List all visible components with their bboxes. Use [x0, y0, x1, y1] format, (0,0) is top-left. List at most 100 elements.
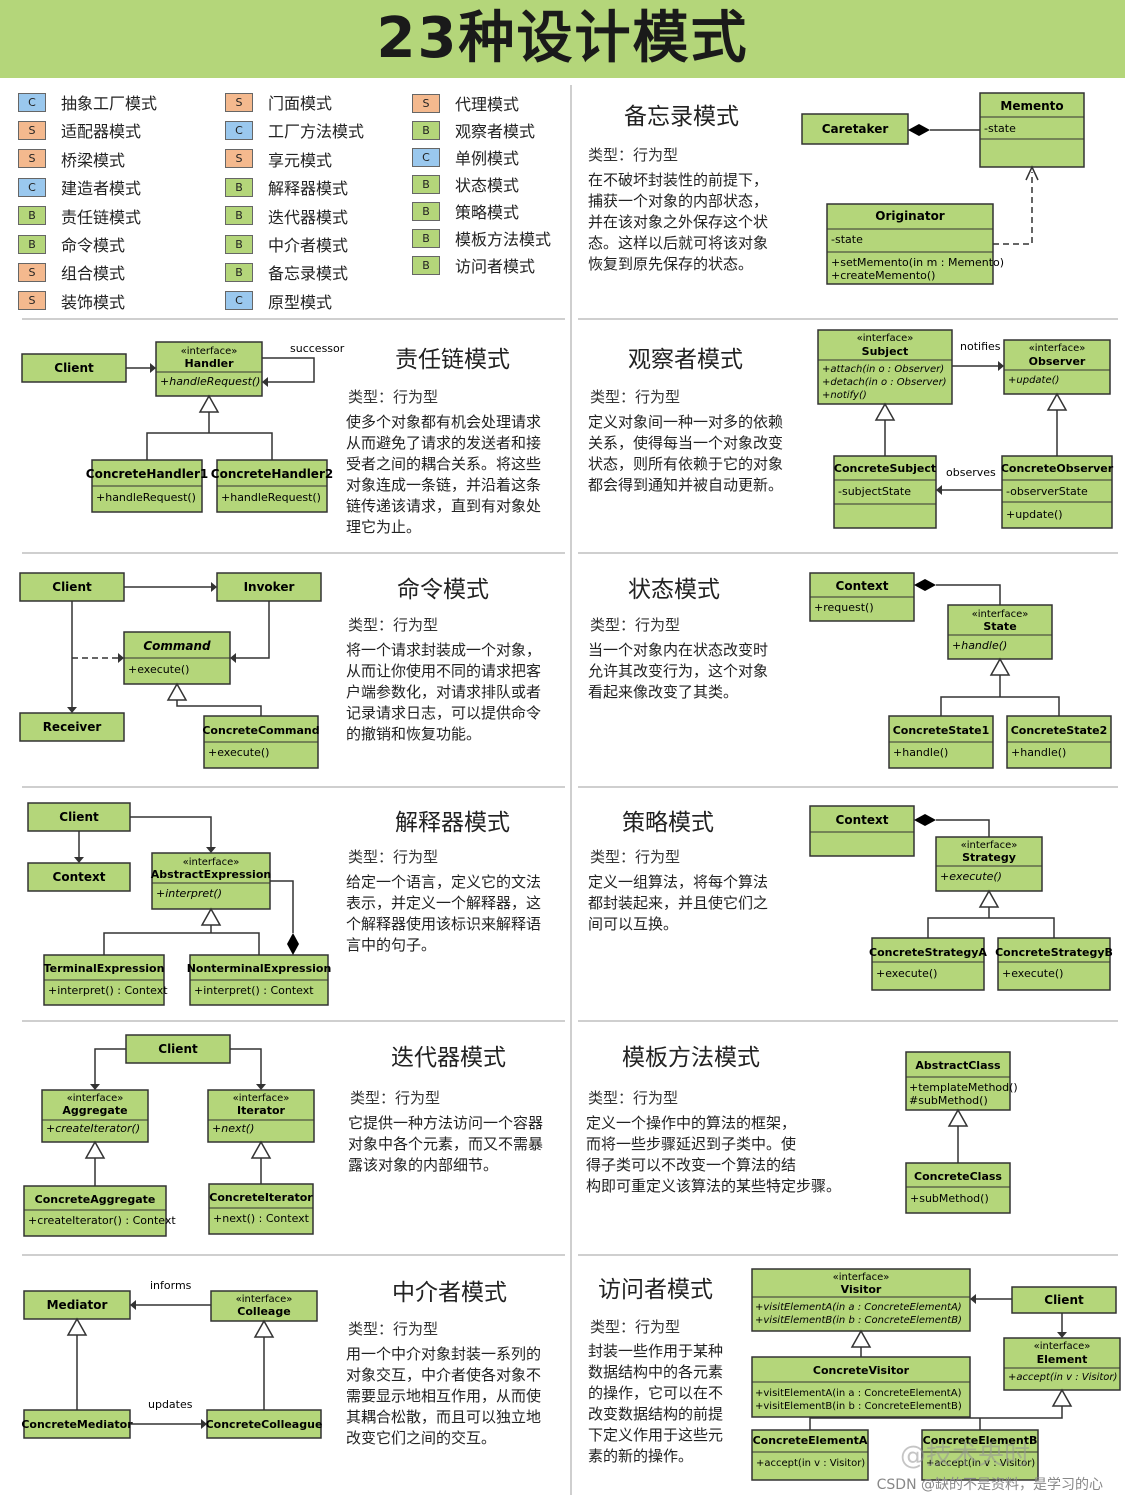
uml-class-concretemediator: ConcreteMediator	[21, 1409, 133, 1439]
uml-class-concretestate2: ConcreteState2+handle()	[1006, 715, 1112, 769]
svg-text:+execute(): +execute()	[128, 663, 189, 676]
svg-text:Client: Client	[54, 361, 94, 375]
pattern-desc-visitor: 封装一些作用于某种 数据结构中的各元素 的操作，它可以在不 改变数据结构的前提 …	[588, 1342, 724, 1465]
svg-text:«interface»: «interface»	[181, 346, 238, 357]
legend-label: 原型模式	[268, 292, 333, 312]
uml-class-concretecommand: ConcreteCommand+execute()	[202, 715, 320, 769]
svg-text:ConcreteHandler2: ConcreteHandler2	[211, 467, 333, 481]
svg-text:+accept(in v : Visitor): +accept(in v : Visitor)	[756, 1458, 865, 1469]
uml-class-aggregate: «interface»Aggregate+createIterator()	[41, 1089, 149, 1143]
legend-badge: S	[225, 92, 253, 112]
aggregation-diamond	[908, 124, 930, 136]
uml-class-originator: Originator-state+setMemento(in m : Memen…	[826, 203, 1004, 285]
pattern-desc-memento: 在不破坏封装性的前提下， 捕获一个对象的内部状态， 并在该对象之外保存这个状 态…	[588, 171, 769, 273]
uml-class-concretevisitor: ConcreteVisitor+visitElementA(in a : Con…	[751, 1356, 971, 1418]
svg-text:«interface»: «interface»	[1034, 1341, 1091, 1352]
svg-text:«interface»: «interface»	[972, 609, 1029, 620]
uml-class-context: Context+request()	[809, 572, 915, 622]
svg-text:ConcreteAggregate: ConcreteAggregate	[35, 1193, 156, 1206]
legend-label: 工厂方法模式	[268, 122, 365, 142]
uml-class-concretestrategya: ConcreteStrategyA+execute()	[869, 937, 987, 991]
uml-class-abstractclass: AbstractClass+templateMethod()#subMethod…	[905, 1051, 1018, 1111]
legend-badge: C	[225, 291, 253, 311]
pattern-title-strategy: 策略模式	[622, 810, 714, 836]
svg-text:ConcreteElementA: ConcreteElementA	[753, 1434, 868, 1447]
pattern-title-command: 命令模式	[397, 577, 489, 603]
uml-class-handler: «interface»Handler+handleRequest()	[155, 341, 263, 397]
svg-text:Subject: Subject	[862, 345, 909, 358]
pattern-type-memento: 类型：行为型	[588, 146, 679, 164]
svg-text:Command: Command	[143, 639, 211, 653]
svg-text:+execute(): +execute()	[876, 967, 937, 980]
legend-label: 组合模式	[61, 264, 126, 284]
svg-text:«interface»: «interface»	[961, 840, 1018, 851]
svg-text:Visitor: Visitor	[841, 1283, 882, 1296]
svg-text:+execute(): +execute()	[940, 870, 1002, 883]
legend-item: S 桥梁模式	[18, 148, 125, 170]
svg-text:Mediator: Mediator	[47, 1298, 108, 1312]
pattern-type-strategy: 类型：行为型	[590, 848, 681, 866]
svg-text:+createMemento(): +createMemento()	[831, 269, 935, 282]
uml-class-concretehandler2: ConcreteHandler2+handleRequest()	[211, 459, 333, 513]
svg-text:Aggregate: Aggregate	[62, 1104, 127, 1117]
divider-row	[22, 552, 565, 554]
svg-text:Client: Client	[52, 580, 92, 594]
svg-text:Originator: Originator	[875, 209, 945, 223]
uml-class-caretaker: Caretaker	[801, 113, 909, 145]
svg-text:Context: Context	[836, 813, 889, 827]
pattern-type-interpreter: 类型：行为型	[348, 848, 439, 866]
uml-class-client: Client	[27, 802, 131, 832]
svg-text:Element: Element	[1037, 1353, 1088, 1366]
svg-text:ConcreteIterator: ConcreteIterator	[209, 1191, 313, 1204]
legend-badge: S	[18, 149, 46, 169]
svg-text:Colleage: Colleage	[237, 1305, 290, 1318]
uml-class-client: Client	[1011, 1286, 1117, 1314]
pattern-type-command: 类型：行为型	[348, 616, 439, 634]
pattern-type-iterator: 类型：行为型	[350, 1089, 441, 1107]
pattern-type-visitor: 类型：行为型	[590, 1318, 681, 1336]
pattern-type-observer: 类型：行为型	[590, 388, 681, 406]
svg-text:ConcreteVisitor: ConcreteVisitor	[813, 1364, 910, 1377]
svg-text:-subjectState: -subjectState	[838, 485, 911, 498]
pattern-type-template: 类型：行为型	[588, 1089, 679, 1107]
uml-class-concreteclass: ConcreteClass+subMethod()	[905, 1162, 1011, 1214]
divider-vertical	[570, 85, 572, 1495]
legend-badge: B	[225, 262, 253, 282]
pattern-title-chain: 责任链模式	[395, 347, 510, 373]
legend-badge: S	[18, 262, 46, 282]
legend-label: 桥梁模式	[61, 150, 126, 170]
legend-badge: B	[225, 234, 253, 254]
legend-label: 迭代器模式	[268, 207, 349, 227]
divider-row	[578, 1020, 1118, 1022]
svg-text:#subMethod(): #subMethod()	[909, 1094, 988, 1107]
divider-row	[578, 318, 1118, 320]
pattern-type-state: 类型：行为型	[590, 616, 681, 634]
svg-text:Handler: Handler	[185, 357, 235, 370]
svg-text:ConcreteSubject: ConcreteSubject	[834, 462, 936, 475]
svg-text:ConcreteStrategyB: ConcreteStrategyB	[995, 946, 1113, 959]
svg-text:+handle(): +handle()	[1011, 746, 1066, 759]
legend-badge: C	[18, 177, 46, 197]
legend-item: C 原型模式	[225, 290, 332, 312]
legend-label: 策略模式	[455, 203, 520, 222]
legend-label: 装饰模式	[61, 292, 126, 312]
svg-text:notifies: notifies	[960, 340, 1001, 353]
divider-row	[22, 1020, 565, 1022]
legend-label: 代理模式	[455, 95, 520, 114]
legend-label: 中介者模式	[268, 236, 349, 255]
legend-badge: C	[412, 147, 440, 167]
svg-text:«interface»: «interface»	[833, 1272, 890, 1283]
svg-text:Receiver: Receiver	[43, 720, 102, 734]
